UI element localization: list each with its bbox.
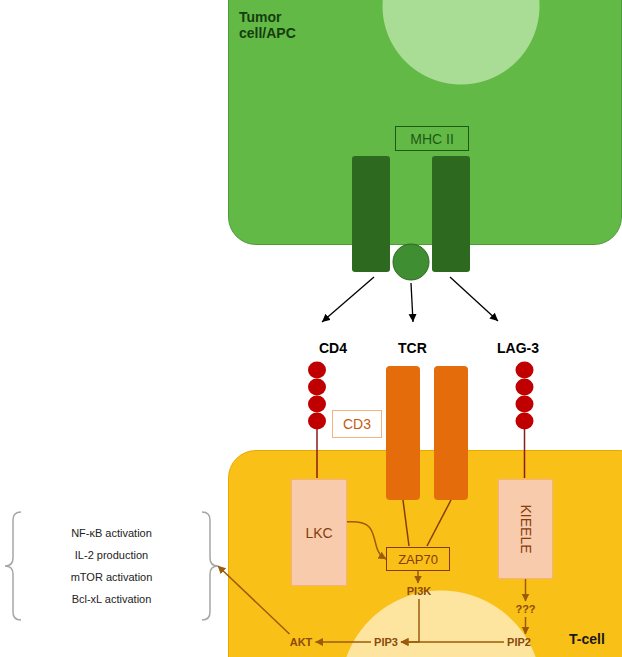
node-text: ??? [515,603,535,615]
node-text: ZAP70 [398,552,438,567]
node-text: PIP2 [507,636,531,648]
peptide [393,244,429,280]
node-text: mTOR activation [71,566,153,588]
molecule-label: CD4 [319,340,347,356]
node-text: CD3 [343,416,371,432]
ig-domain [516,413,534,430]
ig-domain [308,396,326,413]
ig-domain [308,362,326,379]
tumor-cell: Tumor cell/APC MHC II [228,0,622,245]
molecule-label: TCR [398,340,427,356]
cell-label: T-cell [569,631,605,647]
molecule-label-holder: TCR [398,339,427,357]
cell-label: Tumor cell/APC [239,9,319,41]
pathway-step: PIP2 [504,634,534,650]
t-cell: T-cell LKC ZAP70 KIEELE PI3K??? AKT PIP3 PIP2 [228,450,622,657]
left-brace [5,512,21,620]
right-brace [202,512,218,620]
outcome-list: NF-κB activationIL-2 productionmTOR acti… [5,510,218,622]
ig-domain [516,379,534,396]
kinase-box: ZAP70 [386,547,450,571]
pathway-step: ??? [512,601,539,617]
molecule-label-holder: LAG-3 [497,339,539,357]
molecule-label-holder: CD4 [319,339,347,357]
binding-arrow [411,283,413,322]
pathway-step: PI3K [404,583,435,599]
binding-arrow [450,277,498,321]
binding-arrow [322,277,374,322]
ig-domain [516,362,534,379]
pathway-step: PIP3 [371,634,401,650]
node-text: KIEELE [518,504,534,553]
mhc-label-box: MHC II [395,126,469,151]
molecule-label: LAG-3 [497,340,539,356]
node-text: MHC II [410,131,454,147]
node-text: IL-2 production [75,544,148,566]
node-text: PIP3 [374,636,398,648]
node-text: NF-κB activation [71,522,152,544]
ig-domain [308,379,326,396]
cd3-box: CD3 [332,410,382,438]
signal-domain-box: KIEELE [498,479,553,579]
node-text: AKT [290,636,313,648]
node-text: LKC [305,525,332,541]
pathway-step: AKT [287,634,316,650]
node-text: PI3K [407,585,431,597]
ig-domain [516,396,534,413]
ig-domain [308,413,326,430]
node-text: Bcl-xL activation [72,588,152,610]
kinase-box: LKC [291,479,347,586]
bracket-outline [5,510,218,622]
